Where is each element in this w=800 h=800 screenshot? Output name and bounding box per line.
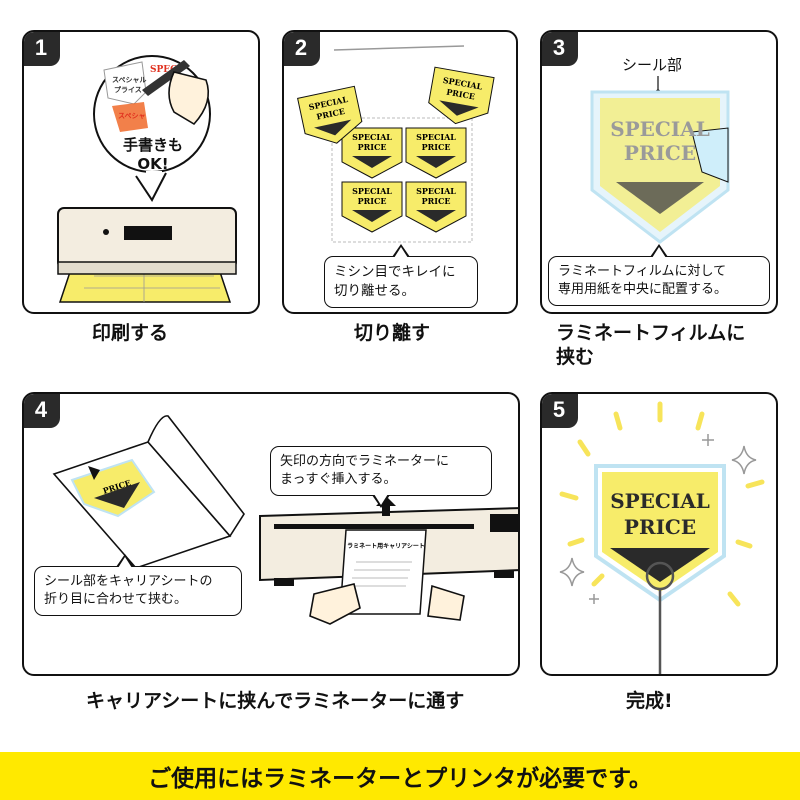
tag-text: SPECIAL xyxy=(416,132,456,142)
tag-text-line2: PRICE xyxy=(624,515,696,539)
step-4-caption: キャリアシートに挟んでラミネーターに通す xyxy=(86,690,465,712)
seal-label: シール部 xyxy=(622,56,683,74)
step-number: 5 xyxy=(542,394,578,428)
tag-text-line1: SPECIAL xyxy=(610,489,710,513)
tag-text: SPECIAL xyxy=(352,132,392,142)
mini-tag xyxy=(103,61,148,132)
tag-text-c: スペシャ xyxy=(118,112,146,120)
step-1-panel: 1 スペシャル プライス SPECI スペシャ 手書きも OK! xyxy=(22,30,260,314)
footer-text: ご使用にはラミネーターとプリンタが必要です。 xyxy=(148,766,652,792)
step-2-caption: 切り離す xyxy=(354,322,431,344)
marker-note: 手書きも OK! xyxy=(122,136,183,173)
tag-text: PRICE xyxy=(422,196,451,206)
tag-text-b: SPECI xyxy=(150,65,182,75)
step-2-bubble: ミシン目でキレイに 切り離せる。 xyxy=(324,244,478,308)
tag-text: PRICE xyxy=(358,196,387,206)
step-1-illustration: スペシャル プライス SPECI スペシャ xyxy=(57,55,237,303)
tag-text: PRICE xyxy=(446,87,476,102)
step-2-panel: 2 SPECIAL PRICE SPECIAL PRICE SPECIAL PR… xyxy=(282,30,518,314)
step-1-caption: 印刷する xyxy=(92,322,169,344)
step-3-caption: ラミネートフィルムに 挟む xyxy=(556,322,746,368)
step-5-illustration: SPECIAL PRICE xyxy=(559,401,765,674)
step-number: 2 xyxy=(284,32,320,66)
tag-text-a: スペシャル xyxy=(112,76,147,84)
step-number: 4 xyxy=(24,394,60,428)
footer-banner: ご使用にはラミネーターとプリンタが必要です。 xyxy=(0,752,800,800)
tag-text: SPECIAL xyxy=(416,186,456,196)
step-5-panel: 5 SPECIAL PRICE xyxy=(540,392,778,676)
step-5-caption: 完成! xyxy=(626,690,673,712)
step-2-illustration: SPECIAL PRICE SPECIAL PRICE SPECIAL PRIC… xyxy=(297,45,495,243)
step-4-panel: 4 PRICE ラミネート用キャリアシート 矢印の方向でラミネーターに まっすぐ… xyxy=(22,392,520,676)
tag-grid xyxy=(341,127,467,233)
tag-text: SPECIAL xyxy=(610,117,710,141)
tag-text: SPECIAL xyxy=(352,186,392,196)
tag-text-a2: プライス xyxy=(114,85,142,94)
tag-text: PRICE xyxy=(624,141,696,165)
step-4-bubble-bottom: シール部をキャリアシートの 折り目に合わせて挟む。 xyxy=(34,553,242,617)
step-3-illustration: SPECIAL PRICE xyxy=(590,76,730,244)
step-3-panel: 3 シール部 SPECIAL PRICE ラミネートフィルムに対して 専用用紙を… xyxy=(540,30,778,314)
tag-text: PRICE xyxy=(422,142,451,152)
tag-text: PRICE xyxy=(358,142,387,152)
step-3-bubble: ラミネートフィルムに対して 専用用紙を中央に配置する。 xyxy=(548,243,770,307)
step-4-bubble-top: 矢印の方向でラミネーターに まっすぐ挿入する。 xyxy=(270,446,492,509)
step-4-illustration: PRICE ラミネート用キャリアシート xyxy=(52,415,518,625)
carrier-title: ラミネート用キャリアシート xyxy=(347,542,425,550)
step-number: 3 xyxy=(542,32,578,66)
step-number: 1 xyxy=(24,32,60,66)
